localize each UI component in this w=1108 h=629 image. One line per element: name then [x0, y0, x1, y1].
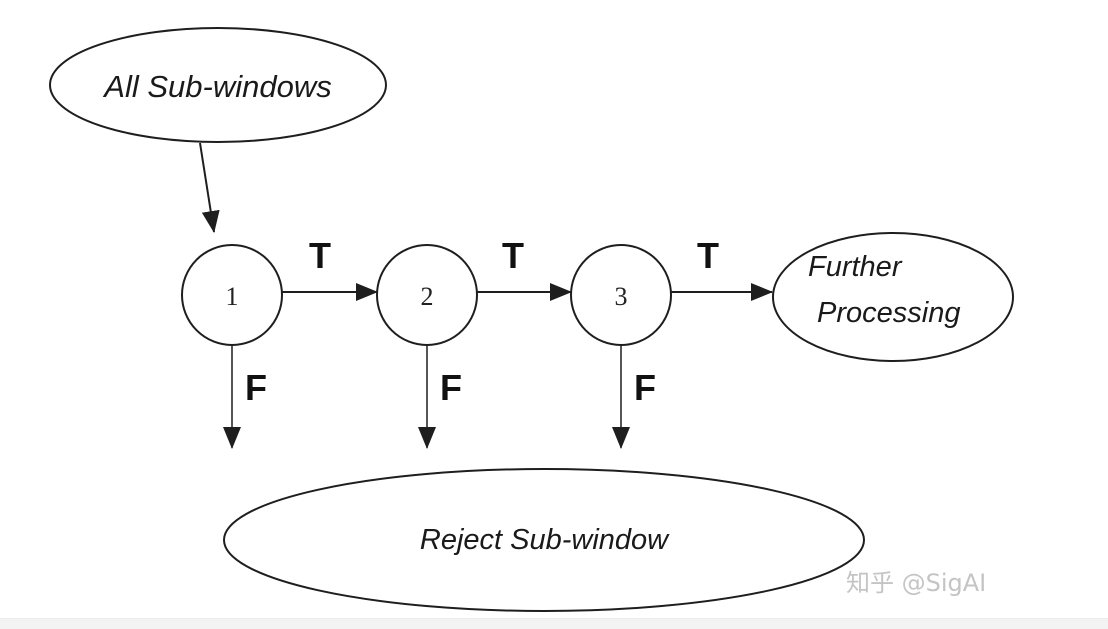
- edge-true-label-3: T: [697, 235, 719, 276]
- bottom-border-strip: [0, 618, 1108, 629]
- stage-1-label: 1: [226, 282, 239, 311]
- stage-node-2: 2: [376, 244, 478, 346]
- stage-2-label: 2: [421, 282, 434, 311]
- stage-3-label: 3: [615, 282, 628, 311]
- start-node: All Sub-windows: [49, 27, 387, 143]
- accept-node-label-line1: Further: [808, 251, 903, 283]
- stage-node-1: 1: [181, 244, 283, 346]
- start-node-label: All Sub-windows: [102, 69, 331, 104]
- reject-node: Reject Sub-window: [223, 468, 865, 612]
- edge-false-label-1: F: [245, 367, 267, 408]
- edge-true-label-2: T: [502, 235, 524, 276]
- edge-false-label-2: F: [440, 367, 462, 408]
- reject-node-label: Reject Sub-window: [420, 524, 670, 556]
- accept-node: Further Processing: [772, 232, 1014, 362]
- edge-start-to-stage-1: [199, 142, 220, 233]
- start-node-ellipse: [49, 27, 387, 143]
- stage-node-3: 3: [570, 244, 672, 346]
- accept-node-label-line2: Processing: [817, 297, 960, 329]
- accept-node-ellipse: [772, 232, 1014, 362]
- edge-false-label-3: F: [634, 367, 656, 408]
- watermark-text: 知乎 @SigAI: [846, 569, 986, 597]
- edge-true-label-1: T: [309, 235, 331, 276]
- reject-node-ellipse: [223, 468, 865, 612]
